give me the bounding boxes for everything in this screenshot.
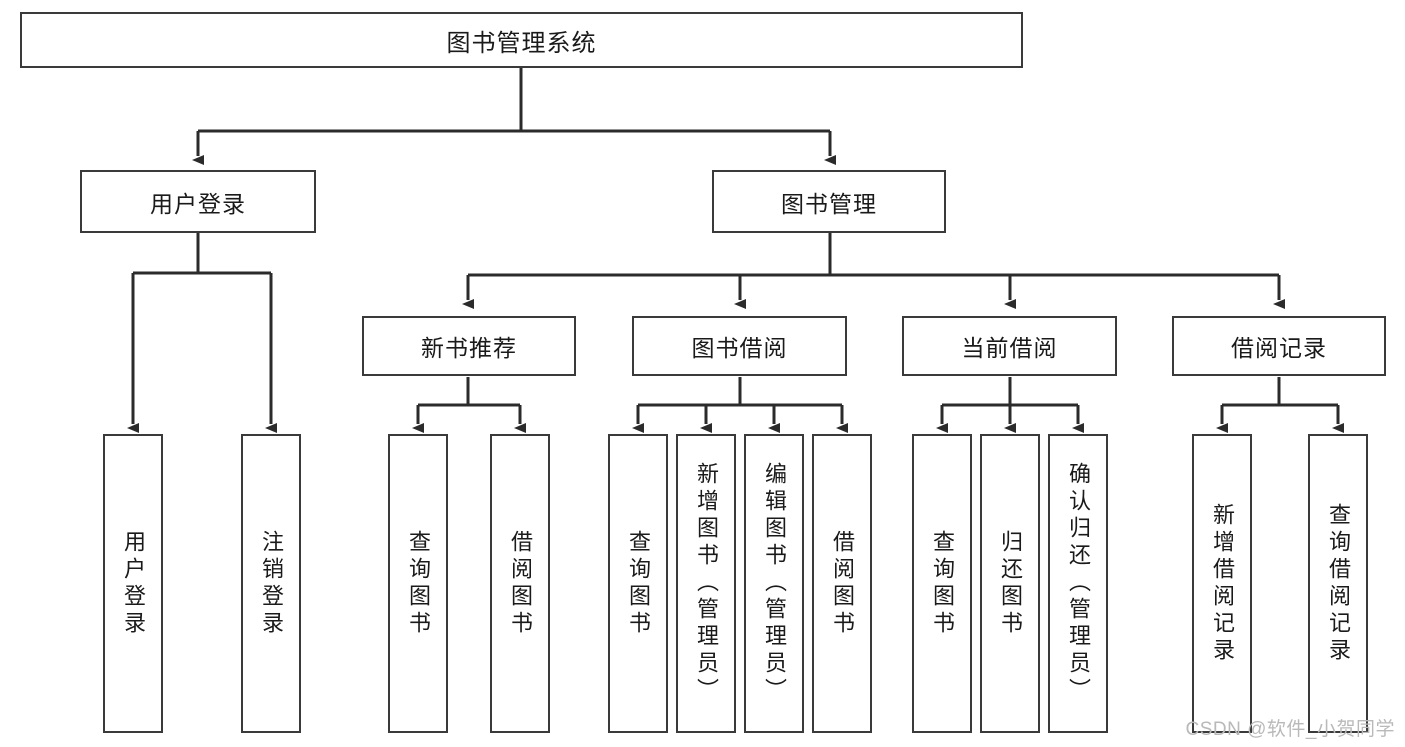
node-root-system-label: 图书管理系统 [446,29,597,57]
node-user-login-label: 用户登录 [150,190,246,217]
node-borrow-record[interactable]: 借阅记录 [1172,316,1386,376]
watermark: CSDN @软件_小贺同学 [1185,719,1395,740]
node-leaf-edit-book[interactable]: 编辑图书（管理员） [744,434,804,733]
node-new-book-recommend-label: 新书推荐 [421,335,517,361]
node-leaf-add-record-label: 新增借阅记录 [1210,502,1235,665]
node-leaf-borrow-book-2-label: 借阅图书 [830,529,855,638]
node-leaf-query-book-1[interactable]: 查询图书 [388,434,448,733]
node-book-borrow-label: 图书借阅 [691,335,788,361]
node-book-manage[interactable]: 图书管理 [712,170,946,233]
node-leaf-query-record[interactable]: 查询借阅记录 [1308,434,1368,733]
node-leaf-logout-label: 注销登录 [259,529,284,638]
node-book-borrow[interactable]: 图书借阅 [632,316,847,376]
node-leaf-add-book-label: 新增图书（管理员） [694,462,719,705]
node-borrow-record-label: 借阅记录 [1231,335,1327,361]
node-new-book-recommend[interactable]: 新书推荐 [362,316,576,376]
node-leaf-add-book[interactable]: 新增图书（管理员） [676,434,736,733]
node-leaf-borrow-book-2[interactable]: 借阅图书 [812,434,872,733]
node-leaf-borrow-book-1[interactable]: 借阅图书 [490,434,550,733]
node-leaf-user-login-label: 用户登录 [121,529,146,638]
node-leaf-confirm-return-label: 确认归还（管理员） [1066,462,1091,705]
node-leaf-user-login[interactable]: 用户登录 [103,434,163,733]
node-leaf-confirm-return[interactable]: 确认归还（管理员） [1048,434,1108,733]
node-leaf-edit-book-label: 编辑图书（管理员） [762,462,787,705]
node-current-borrow-label: 当前借阅 [961,335,1058,361]
node-book-manage-label: 图书管理 [781,190,877,217]
node-leaf-borrow-book-1-label: 借阅图书 [508,529,533,638]
node-current-borrow[interactable]: 当前借阅 [902,316,1117,376]
node-leaf-add-record[interactable]: 新增借阅记录 [1192,434,1252,733]
node-leaf-return-book[interactable]: 归还图书 [980,434,1040,733]
node-root-system[interactable]: 图书管理系统 [20,12,1023,68]
node-leaf-query-book-3-label: 查询图书 [930,529,955,638]
node-leaf-logout[interactable]: 注销登录 [241,434,301,733]
node-leaf-query-book-1-label: 查询图书 [406,529,431,638]
node-leaf-query-record-label: 查询借阅记录 [1326,502,1351,665]
node-user-login[interactable]: 用户登录 [80,170,316,233]
node-leaf-return-book-label: 归还图书 [998,529,1023,638]
node-leaf-query-book-2[interactable]: 查询图书 [608,434,668,733]
node-leaf-query-book-3[interactable]: 查询图书 [912,434,972,733]
node-leaf-query-book-2-label: 查询图书 [626,529,651,638]
